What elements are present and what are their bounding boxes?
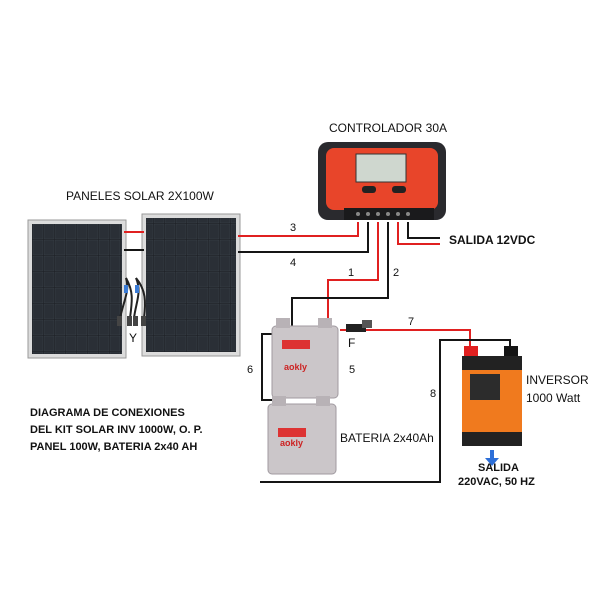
wire-3 [238,222,359,237]
battery-top [271,318,339,399]
description-line-1: DIAGRAMA DE CONEXIONES [30,407,185,419]
battery-label: BATERIA 2x40Ah [340,431,434,445]
wire-number-5: 5 [349,364,356,376]
wire-1 [327,222,379,330]
wire-number-6: 6 [247,364,254,376]
y-connector-label: Y [129,331,138,345]
solar-panel-left [27,219,127,359]
battery-bottom [267,396,337,475]
fuse [346,320,372,332]
wire-number-2: 2 [393,267,400,279]
dc-output-positive [397,222,440,245]
panels-label: PANELES SOLAR 2X100W [66,189,214,203]
ac-output-arrow [485,450,499,466]
wire-number-8: 8 [430,388,437,400]
controller-label: CONTROLADOR 30A [329,121,448,135]
dc-output-label: SALIDA 12VDC [449,233,536,247]
inverter [462,346,522,446]
ac-output-label-line2: 220VAC, 50 HZ [458,476,535,488]
charge-controller [318,142,446,220]
wire-number-4: 4 [290,257,297,269]
wire-7 [340,329,471,352]
battery-brand-top: aokly [284,362,308,372]
ac-output-label-line1: SALIDA [478,462,519,474]
wire-8 [260,339,511,483]
inverter-label-line1: INVERSOR [526,373,589,387]
wire-2 [291,222,389,326]
wire-4 [238,222,369,253]
solar-panel-right [141,213,241,357]
description-line-3: PANEL 100W, BATERIA 2x40 AH [30,441,198,453]
fuse-label: F [348,336,356,350]
wire-number-7: 7 [408,316,415,328]
battery-brand-bottom: aokly [280,438,304,448]
dc-output-negative [407,222,440,239]
diagram-description: DIAGRAMA DE CONEXIONES DEL KIT SOLAR INV… [30,405,203,456]
wire-number-3: 3 [290,222,297,234]
y-connector [117,277,146,326]
description-line-2: DEL KIT SOLAR INV 1000W, O. P. [30,424,203,436]
wire-number-1: 1 [348,267,355,279]
inverter-label-line2: 1000 Watt [526,391,581,405]
